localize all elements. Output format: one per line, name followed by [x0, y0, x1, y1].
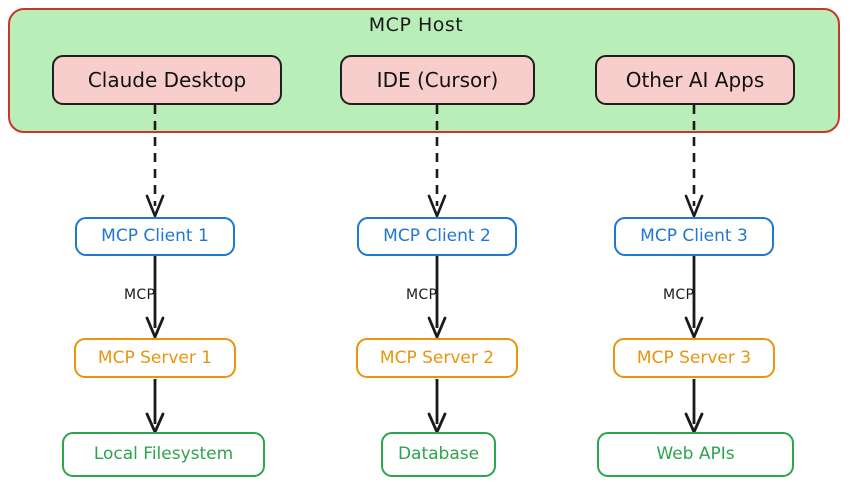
edge-mcp-server-3-to-web-apis	[684, 379, 704, 434]
mcp-host-title: MCP Host	[368, 14, 464, 36]
edge-label-mcp-1: MCP	[124, 287, 156, 303]
node-database[interactable]: Database	[381, 432, 496, 477]
node-local-filesystem[interactable]: Local Filesystem	[62, 432, 265, 477]
node-mcp-server-1[interactable]: MCP Server 1	[74, 338, 236, 378]
node-ide-cursor[interactable]: IDE (Cursor)	[340, 55, 535, 105]
node-mcp-client-1[interactable]: MCP Client 1	[75, 217, 235, 256]
node-other-ai-apps[interactable]: Other AI Apps	[595, 55, 795, 105]
edge-mcp-server-1-to-local-filesystem	[145, 379, 165, 434]
node-mcp-client-2[interactable]: MCP Client 2	[357, 217, 517, 256]
edge-mcp-server-2-to-database	[427, 379, 447, 434]
node-claude-desktop[interactable]: Claude Desktop	[52, 55, 282, 105]
node-mcp-server-3[interactable]: MCP Server 3	[613, 338, 775, 378]
edge-label-mcp-2: MCP	[406, 287, 438, 303]
node-mcp-client-3[interactable]: MCP Client 3	[614, 217, 774, 256]
node-mcp-server-2[interactable]: MCP Server 2	[356, 338, 518, 378]
node-web-apis[interactable]: Web APIs	[597, 432, 794, 477]
edge-label-mcp-3: MCP	[663, 287, 695, 303]
